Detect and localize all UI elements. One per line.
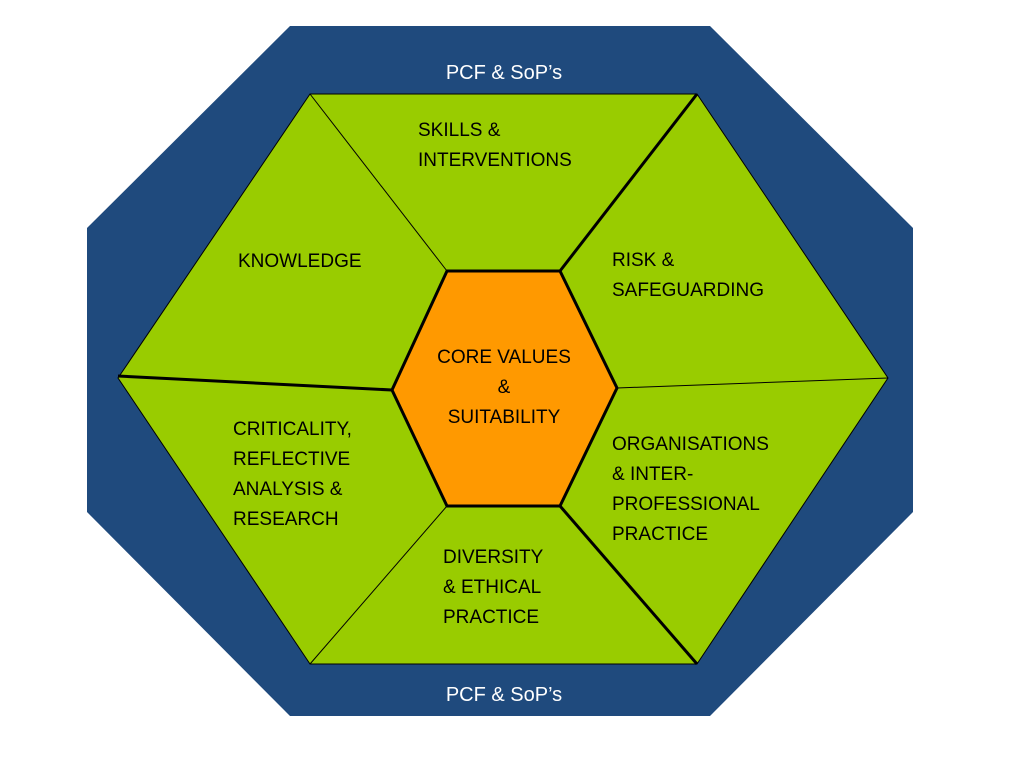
divider-criticality-diversity [309,505,448,665]
outer-label-bottom: PCF & SoP’s [445,684,563,706]
segment-skills-interventions: SKILLS & INTERVENTIONS [418,120,572,171]
divider-skills-risk [558,93,699,272]
segment-diversity-ethical: DIVERSITY & ETHICAL PRACTICE [443,547,544,628]
segment-risk-safeguarding: RISK & SAFEGUARDING [612,250,765,301]
divider-knowledge-criticality [117,374,393,392]
segment-criticality-research: CRITICALITY, REFLECTIVE ANALYSIS & RESEA… [233,419,352,530]
divider-risk-organisations [616,377,889,389]
divider-organisations-diversity [558,505,699,665]
outer-label-top: PCF & SoP’s [445,62,563,84]
divider-skills-knowledge [309,93,448,272]
core-hexagon [390,269,619,508]
core-label: CORE VALUES & SUITABILITY [437,347,571,428]
segment-knowledge: KNOWLEDGE [238,251,362,272]
segment-organisations-practice: ORGANISATIONS & INTER- PROFESSIONAL PRAC… [612,434,769,545]
